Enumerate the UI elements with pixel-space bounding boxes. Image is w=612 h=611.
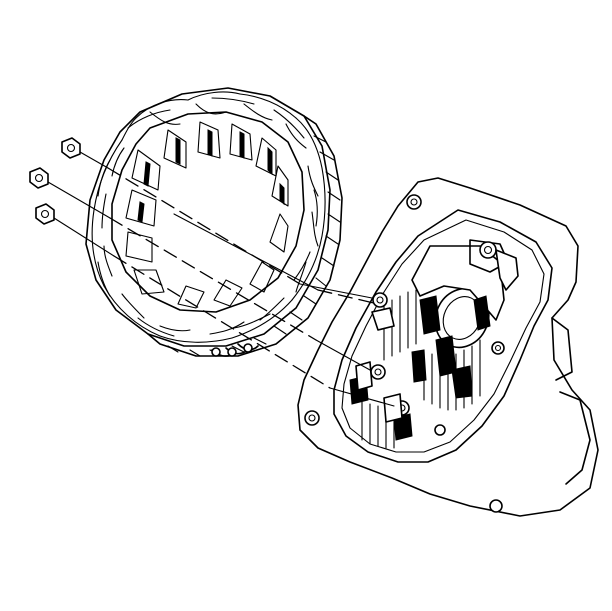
stator-lead-nut-middle (29, 167, 49, 189)
rectifier-end-frame (297, 177, 599, 517)
terminal-stud-upper (371, 292, 395, 331)
stator-lead-wires (211, 343, 259, 357)
stator-lead-nut-lower (35, 203, 55, 225)
alignment-lines (47, 151, 395, 407)
terminal-stud-lower (383, 393, 410, 423)
stator-assembly (85, 87, 343, 357)
stator-lead-nut-upper (61, 137, 81, 159)
